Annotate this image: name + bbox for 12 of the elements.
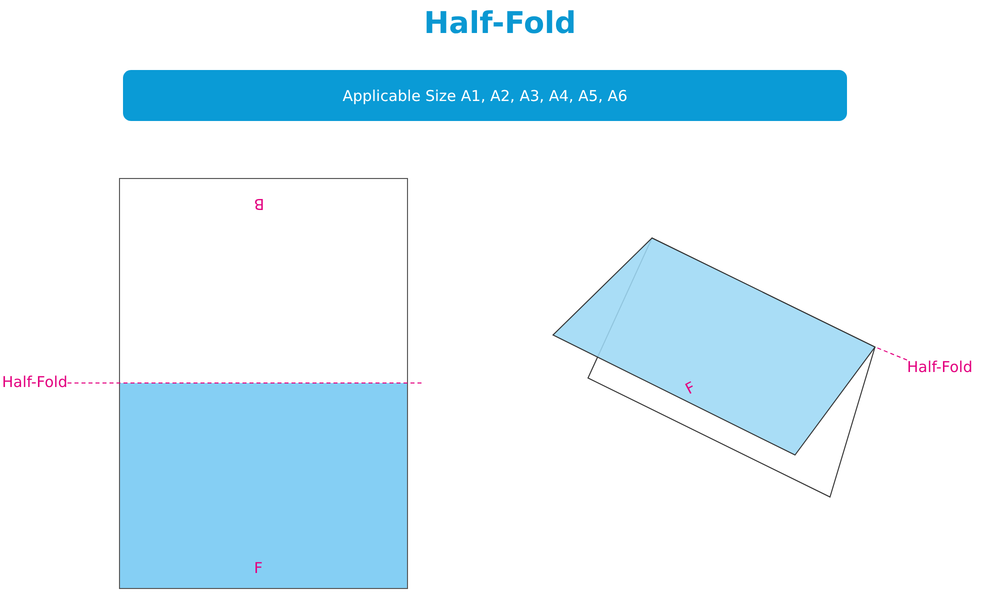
- title: Half-Fold: [422, 6, 578, 41]
- folded-sheet-front: [553, 238, 875, 455]
- sheet-front-half: [119, 383, 408, 589]
- page-letter: B: [254, 195, 264, 213]
- sheet-back-half: [119, 178, 408, 383]
- fold-label: Half-Fold: [907, 358, 972, 376]
- page-letter: F: [254, 559, 263, 577]
- size-banner: Applicable Size A1, A2, A3, A4, A5, A6: [123, 70, 847, 121]
- leader-line: [874, 346, 908, 360]
- page-letter: F: [682, 378, 698, 398]
- leader-line: [66, 382, 422, 384]
- fold-label: Half-Fold: [2, 373, 68, 391]
